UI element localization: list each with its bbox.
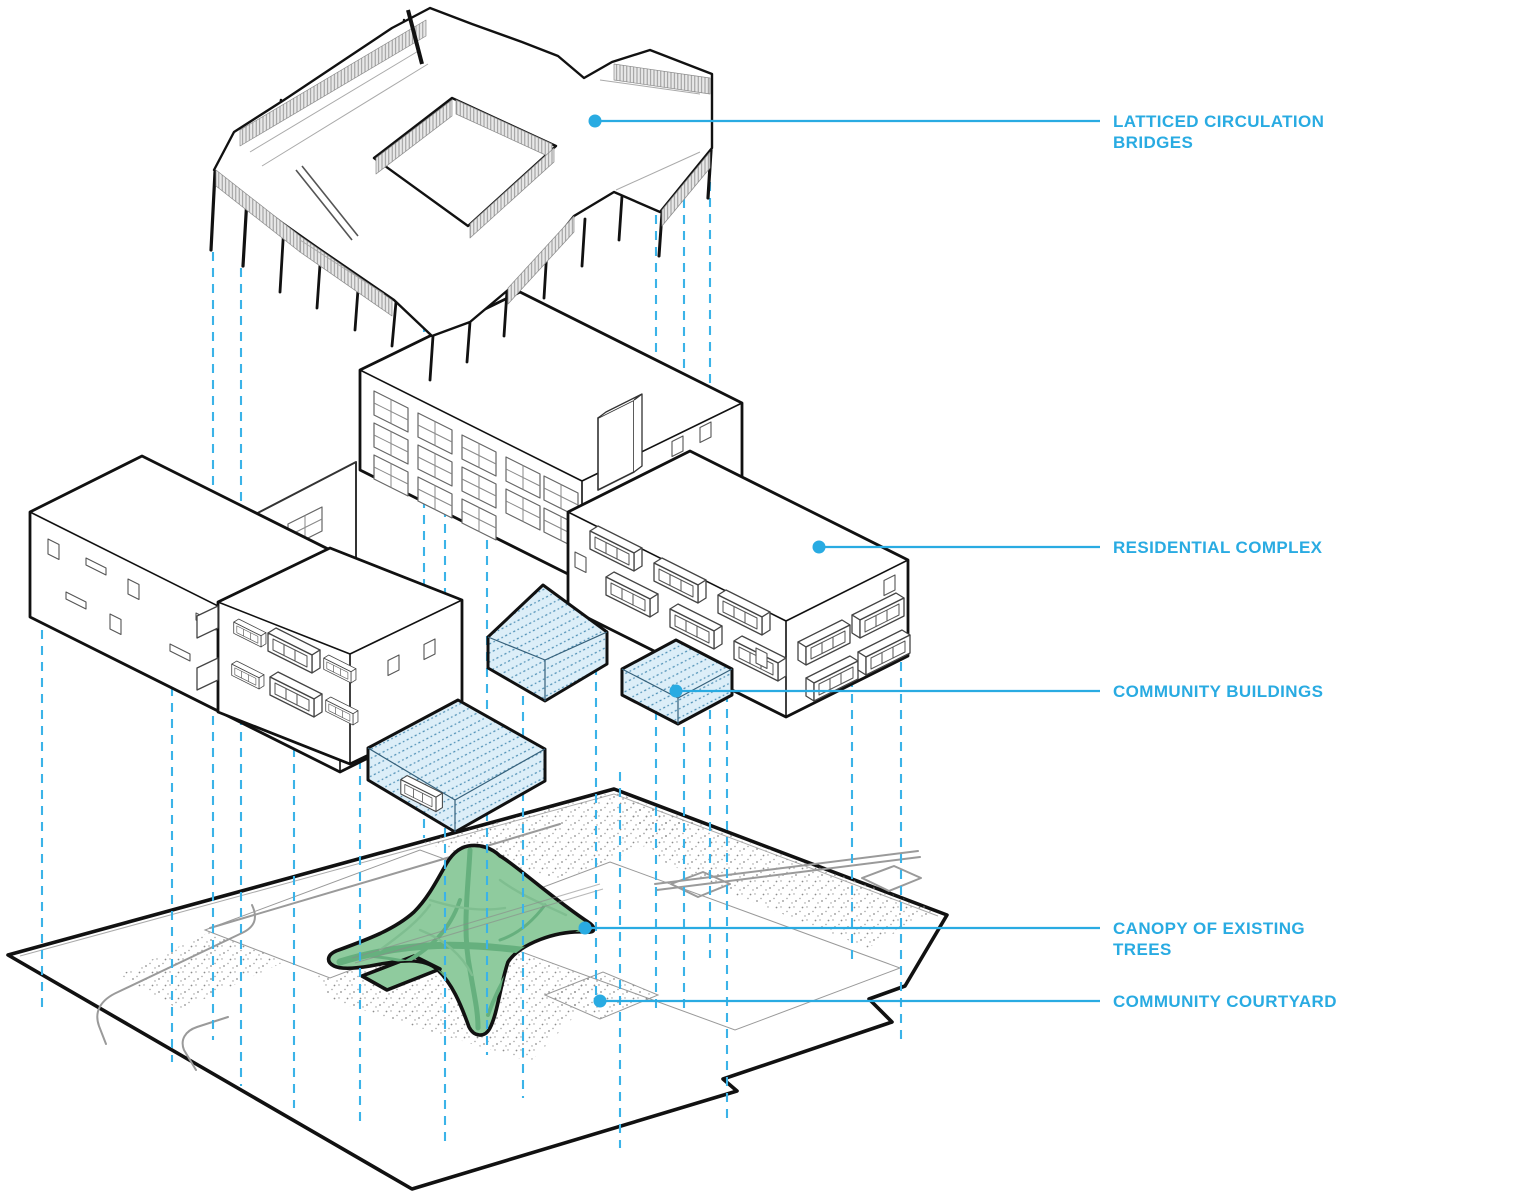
bridge-mast [406,9,424,65]
residential-complex [28,290,911,774]
community-building-large [366,698,547,834]
label-residential-complex: RESIDENTIAL COMPLEX [1113,538,1323,557]
bridge-stair [295,165,359,241]
leader-dot [812,540,826,554]
leader-dot [578,921,592,935]
leader-dot [588,114,602,128]
bridge-deck-lines [249,49,701,295]
leader-courtyard [593,994,1100,1008]
leader-lines [578,114,1100,1008]
leader-dot [593,994,607,1008]
site-paths [96,823,922,1071]
bridge-lattice-railings [215,19,711,317]
leader-community-buildings [669,684,1100,698]
community-buildings [366,583,734,834]
leader-bridges [588,114,1100,128]
leader-residential [812,540,1100,554]
community-building-gable [486,583,609,703]
label-latticed-circulation-bridges: LATTICED CIRCULATION BRIDGES [1113,112,1325,152]
leader-canopy [578,921,1100,935]
label-canopy-of-existing-trees: CANOPY OF EXISTING TREES [1113,919,1306,959]
stair-tower [597,393,643,491]
leader-dot [669,684,683,698]
residential-building-right [566,449,911,719]
community-building-small [620,638,734,726]
label-community-courtyard: COMMUNITY COURTYARD [1113,992,1337,1011]
label-community-buildings: COMMUNITY BUILDINGS [1113,682,1324,701]
latticed-circulation-bridges [209,6,714,382]
